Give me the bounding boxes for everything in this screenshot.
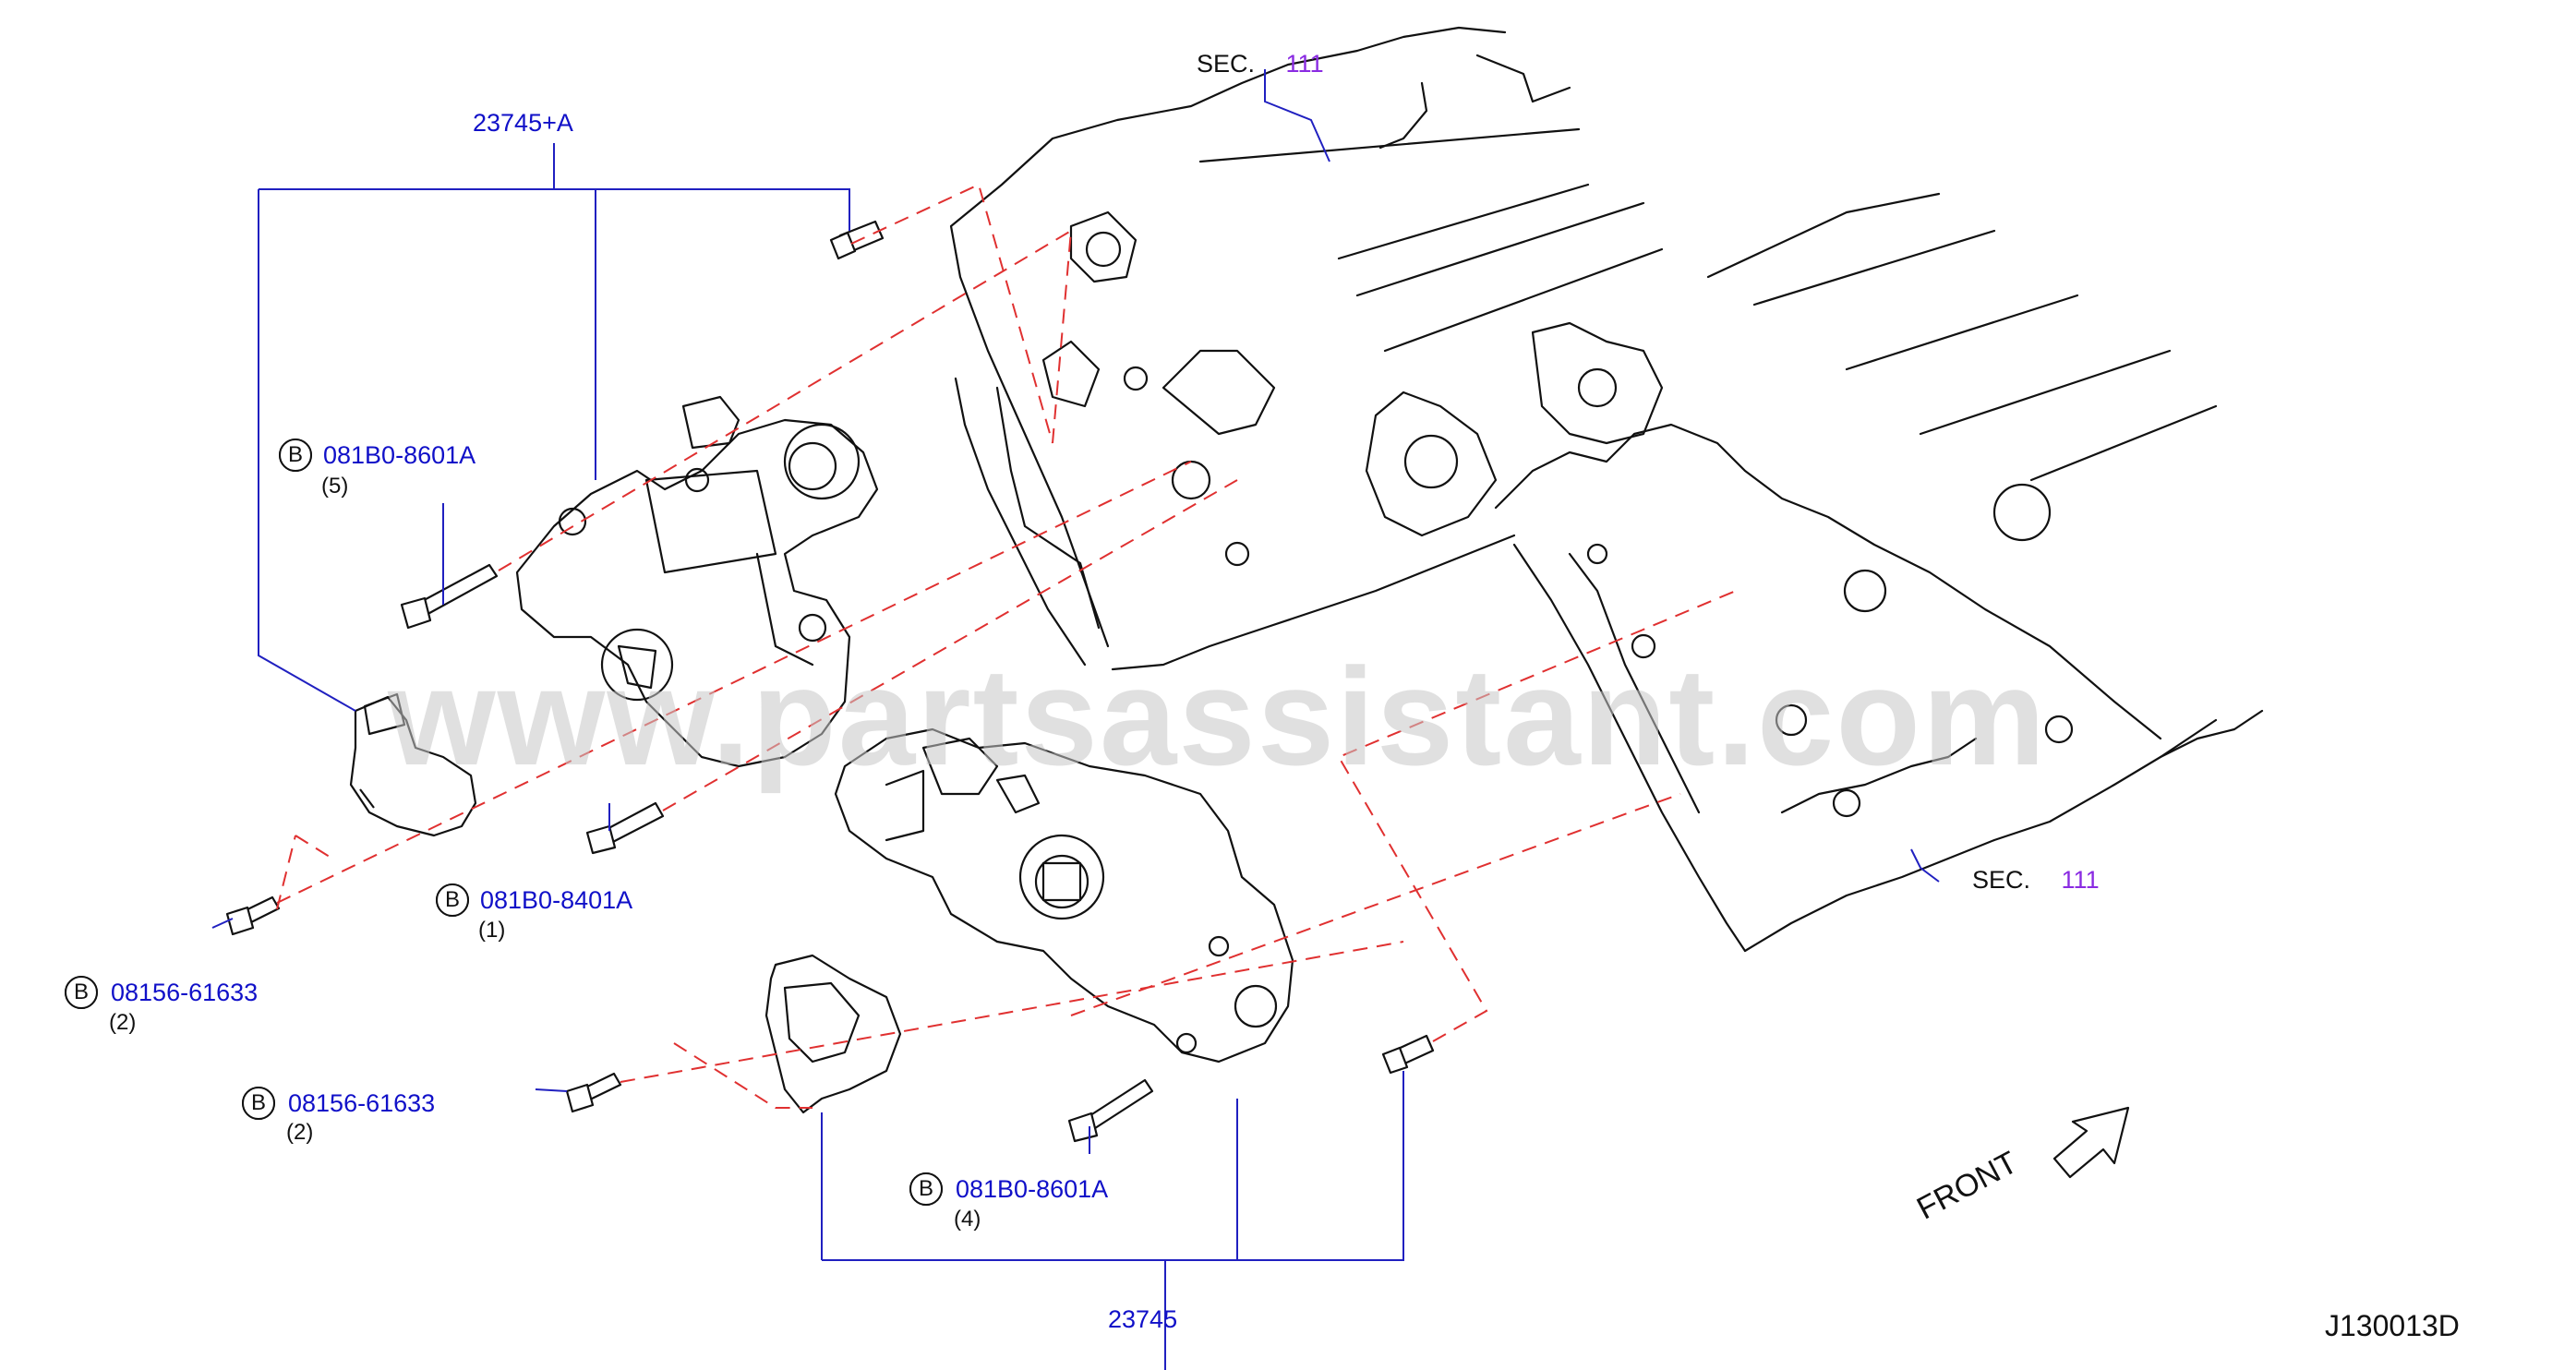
section-number-link[interactable]: 111 [1285, 50, 1324, 78]
callout-badge-1: B [279, 439, 312, 472]
callout-qty-4: (2) [286, 1120, 314, 1145]
assembly-part-number-lower[interactable]: 23745 [1108, 1305, 1178, 1333]
callout-qty-1: (5) [321, 474, 349, 499]
section-prefix: SEC. [1197, 50, 1256, 78]
callout-badge-4: B [242, 1087, 275, 1120]
bolt-top-socket [829, 220, 885, 260]
section-prefix: SEC. [1972, 866, 2031, 894]
callout-badge-2: B [436, 883, 469, 917]
callout-badges [65, 439, 943, 1206]
bolt-08156-61633-left [225, 895, 281, 936]
lower-valve-timing-assembly [834, 727, 1294, 1064]
callout-part-number-5[interactable]: 081B0-8601A [956, 1175, 1109, 1203]
section-number-link[interactable]: 111 [2061, 866, 2100, 894]
callout-qty-2: (1) [478, 918, 506, 943]
watermark: www.partsassistant.com [388, 639, 2048, 794]
alignment-dash-lines [276, 183, 1737, 1109]
callout-badge-3: B [65, 976, 98, 1009]
bolts [225, 220, 1435, 1143]
callout-badge-5: B [909, 1172, 943, 1206]
bolt-081B0-8401A [585, 801, 665, 855]
bolt-lower-socket [1381, 1034, 1435, 1075]
assembly-part-number-upper[interactable]: 23745+A [473, 109, 573, 137]
upper-cam-sensor [349, 692, 477, 837]
callout-part-number-2[interactable]: 081B0-8401A [480, 886, 633, 914]
front-arrow-icon [2052, 1106, 2130, 1179]
diagram-reference-code: J130013D [2325, 1309, 2460, 1342]
section-ref-bottom: SEC. 111 [1972, 868, 2100, 893]
callout-part-number-3[interactable]: 08156-61633 [111, 979, 259, 1006]
upper-valve-timing-assembly [515, 395, 879, 768]
bolt-081B0-8601A-lower [1067, 1078, 1154, 1143]
callout-qty-5: (4) [954, 1207, 981, 1232]
section-ref-top: SEC. 111 [1197, 52, 1324, 77]
lower-cam-sensor [764, 954, 902, 1114]
bolt-081B0-8601A-upper [400, 563, 499, 630]
leader-lines [211, 69, 1940, 1370]
callout-part-number-4[interactable]: 08156-61633 [288, 1089, 436, 1117]
callout-qty-3: (2) [109, 1010, 137, 1035]
bolt-08156-61633-mid [565, 1072, 622, 1113]
callout-part-number-1[interactable]: 081B0-8601A [323, 441, 476, 469]
engine-block-drawing [949, 26, 2264, 953]
